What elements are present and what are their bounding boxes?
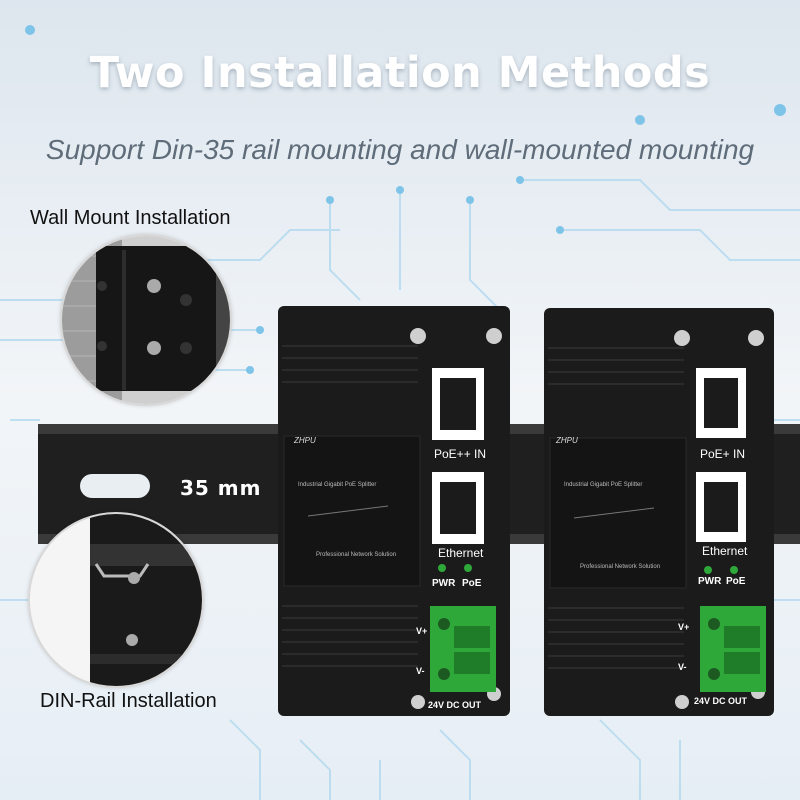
screw-icon (674, 330, 690, 346)
device-1-port-out-label: Ethernet (438, 546, 484, 560)
page-subtitle: Support Din-35 rail mounting and wall-mo… (45, 134, 755, 165)
device-1-led-poe-label: PoE (462, 578, 482, 589)
device-2-product-line: Industrial Gigabit PoE Splitter (564, 482, 643, 488)
device-2-led-pwr-label: PWR (698, 576, 722, 587)
device-2-brand: ZHPU (556, 436, 578, 445)
din-rail-label: DIN-Rail Installation (40, 690, 217, 712)
screw-icon (486, 328, 502, 344)
device-1-brand: ZHPU (294, 436, 316, 445)
device-2-led-poe-label: PoE (726, 576, 746, 587)
device-2-terminal-minus: V- (678, 662, 687, 672)
pwr-led-icon (704, 566, 712, 574)
din-rail-detail (28, 512, 204, 688)
screw-icon (147, 279, 161, 293)
device-2-terminal-plus: V+ (678, 622, 690, 632)
device-1-terminal-plus: V+ (416, 626, 428, 636)
din-rail-illustration (30, 514, 202, 686)
device-1-body (278, 306, 510, 716)
poe-splitter-device-2: ZHPU Industrial Gigabit PoE Splitter Pro… (544, 308, 774, 716)
screw-icon (147, 341, 161, 355)
device-2-tagline: Professional Network Solution (580, 564, 661, 570)
screw-icon (128, 572, 140, 584)
page-title: Two Installation Methods (89, 48, 711, 98)
screw-icon (126, 634, 138, 646)
wall-mount-label: Wall Mount Installation (30, 207, 231, 229)
poe-splitter-device-1: ZHPU Industrial Gigabit PoE Splitter Pro… (278, 306, 510, 716)
rail-width-label: 35 mm (180, 476, 262, 500)
screw-icon (748, 330, 764, 346)
device-1-output-label: 24V DC OUT (428, 700, 482, 710)
terminal-block (430, 606, 496, 692)
device-1-terminal-minus: V- (416, 666, 425, 676)
device-1-product-line: Industrial Gigabit PoE Splitter (298, 482, 377, 488)
wall-mount-illustration (62, 236, 230, 404)
terminal-block (700, 606, 766, 692)
screw-icon (675, 695, 689, 709)
device-2-port-in-label: PoE+ IN (700, 447, 746, 461)
device-1-led-pwr-label: PWR (432, 578, 456, 589)
wall-mount-detail (60, 234, 232, 406)
pwr-led-icon (438, 564, 446, 572)
device-1-tagline: Professional Network Solution (316, 552, 397, 558)
poe-led-icon (464, 564, 472, 572)
screw-icon (411, 695, 425, 709)
screw-icon (410, 328, 426, 344)
device-1-port-in-label: PoE++ IN (434, 447, 487, 461)
device-2-body (544, 308, 774, 716)
device-2-port-out-label: Ethernet (702, 544, 748, 558)
poe-led-icon (730, 566, 738, 574)
device-2-output-label: 24V DC OUT (694, 696, 748, 706)
